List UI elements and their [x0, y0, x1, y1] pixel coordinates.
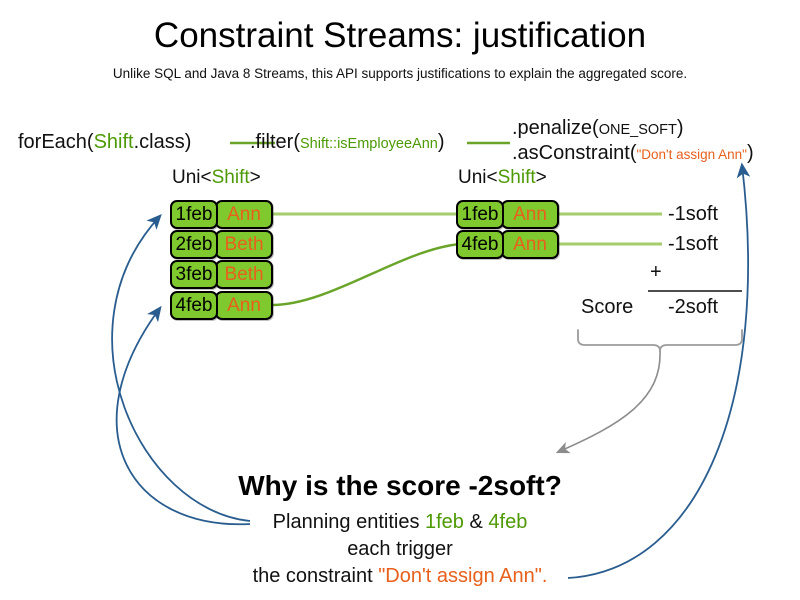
as-constraint-method: .asConstraint(	[512, 142, 637, 164]
fact-card-employee: Beth	[215, 260, 273, 289]
as-constraint-tail: )	[746, 142, 754, 164]
fact-card[interactable]: 1feb Ann	[456, 200, 559, 229]
fact-card-employee: Ann	[501, 200, 559, 229]
fact-card-date: 4feb	[456, 230, 504, 259]
as-constraint-arg: "Don't assign Ann"	[636, 147, 747, 162]
fact-card-employee: Beth	[215, 230, 273, 259]
filter-method: .filter(	[250, 131, 300, 153]
filter-tail: )	[437, 131, 445, 153]
uni-left-suffix: >	[249, 167, 261, 188]
code-penalize[interactable]: .penalize(ONE_SOFT)	[512, 117, 684, 140]
uni-label-left: Uni<Shift>	[172, 167, 261, 189]
plus-operator: +	[650, 261, 662, 283]
uni-right-type: Shift	[497, 167, 536, 188]
uni-left-type: Shift	[211, 167, 250, 188]
fact-card[interactable]: 4feb Ann	[456, 230, 559, 259]
explanation-line-2: each trigger	[347, 538, 453, 560]
fact-card[interactable]: 1feb Ann	[170, 200, 273, 229]
code-filter[interactable]: .filter(Shift::isEmployeeAnn)	[250, 131, 445, 154]
uni-right-prefix: Uni<	[458, 167, 498, 188]
code-for-each[interactable]: forEach(Shift.class)	[18, 131, 191, 154]
explanation-entity-a: 1feb	[425, 511, 464, 533]
score-explain-arrow	[555, 350, 661, 454]
fact-card[interactable]: 2feb Beth	[170, 230, 273, 259]
explanation-line-1: Planning entities 1feb & 4feb	[0, 511, 800, 534]
fact-card[interactable]: 3feb Beth	[170, 260, 273, 289]
flow-curve-4feb	[271, 242, 461, 307]
fact-card-date: 1feb	[456, 200, 504, 229]
sum-rule-line	[648, 290, 742, 292]
score-total-value: -2soft	[668, 296, 719, 318]
uni-label-right: Uni<Shift>	[458, 167, 547, 189]
score-label: Score	[581, 296, 634, 318]
for-each-tail: .class)	[133, 131, 192, 153]
fact-card-date: 1feb	[170, 200, 218, 229]
page-subtitle: Unlike SQL and Java 8 Streams, this API …	[112, 66, 688, 81]
for-each-method: forEach(	[18, 131, 94, 153]
page-title: Constraint Streams: justification	[153, 16, 647, 55]
uni-right-suffix: >	[535, 167, 547, 188]
explanation-constraint-name: "Don't assign Ann".	[378, 565, 548, 587]
explanation-line3-pre: the constraint	[252, 565, 379, 587]
fact-card-employee: Ann	[501, 230, 559, 259]
fact-card-employee: Ann	[215, 200, 273, 229]
penalize-method: .penalize(	[512, 117, 599, 139]
penalize-arg: ONE_SOFT	[598, 122, 677, 138]
fact-card-employee: Ann	[215, 291, 273, 320]
explanation-line1-mid: &	[463, 511, 489, 533]
for-each-type: Shift	[93, 131, 134, 153]
explanation-line-3: the constraint "Don't assign Ann".	[0, 565, 800, 588]
fact-card[interactable]: 4feb Ann	[170, 291, 273, 320]
penalty-value-1: -1soft	[668, 203, 719, 225]
code-as-constraint[interactable]: .asConstraint("Don't assign Ann")	[512, 142, 754, 165]
penalize-tail: )	[676, 117, 684, 139]
fact-card-date: 4feb	[170, 291, 218, 320]
penalty-value-2: -1soft	[668, 233, 719, 255]
explanation-line1-pre: Planning entities	[272, 511, 425, 533]
uni-left-prefix: Uni<	[172, 167, 212, 188]
filter-arg: Shift::isEmployeeAnn	[300, 136, 438, 152]
fact-card-date: 2feb	[170, 230, 218, 259]
explanation-question: Why is the score -2soft?	[238, 470, 562, 501]
explanation-entity-b: 4feb	[488, 511, 528, 533]
score-brace	[577, 329, 743, 352]
fact-card-date: 3feb	[170, 260, 218, 289]
